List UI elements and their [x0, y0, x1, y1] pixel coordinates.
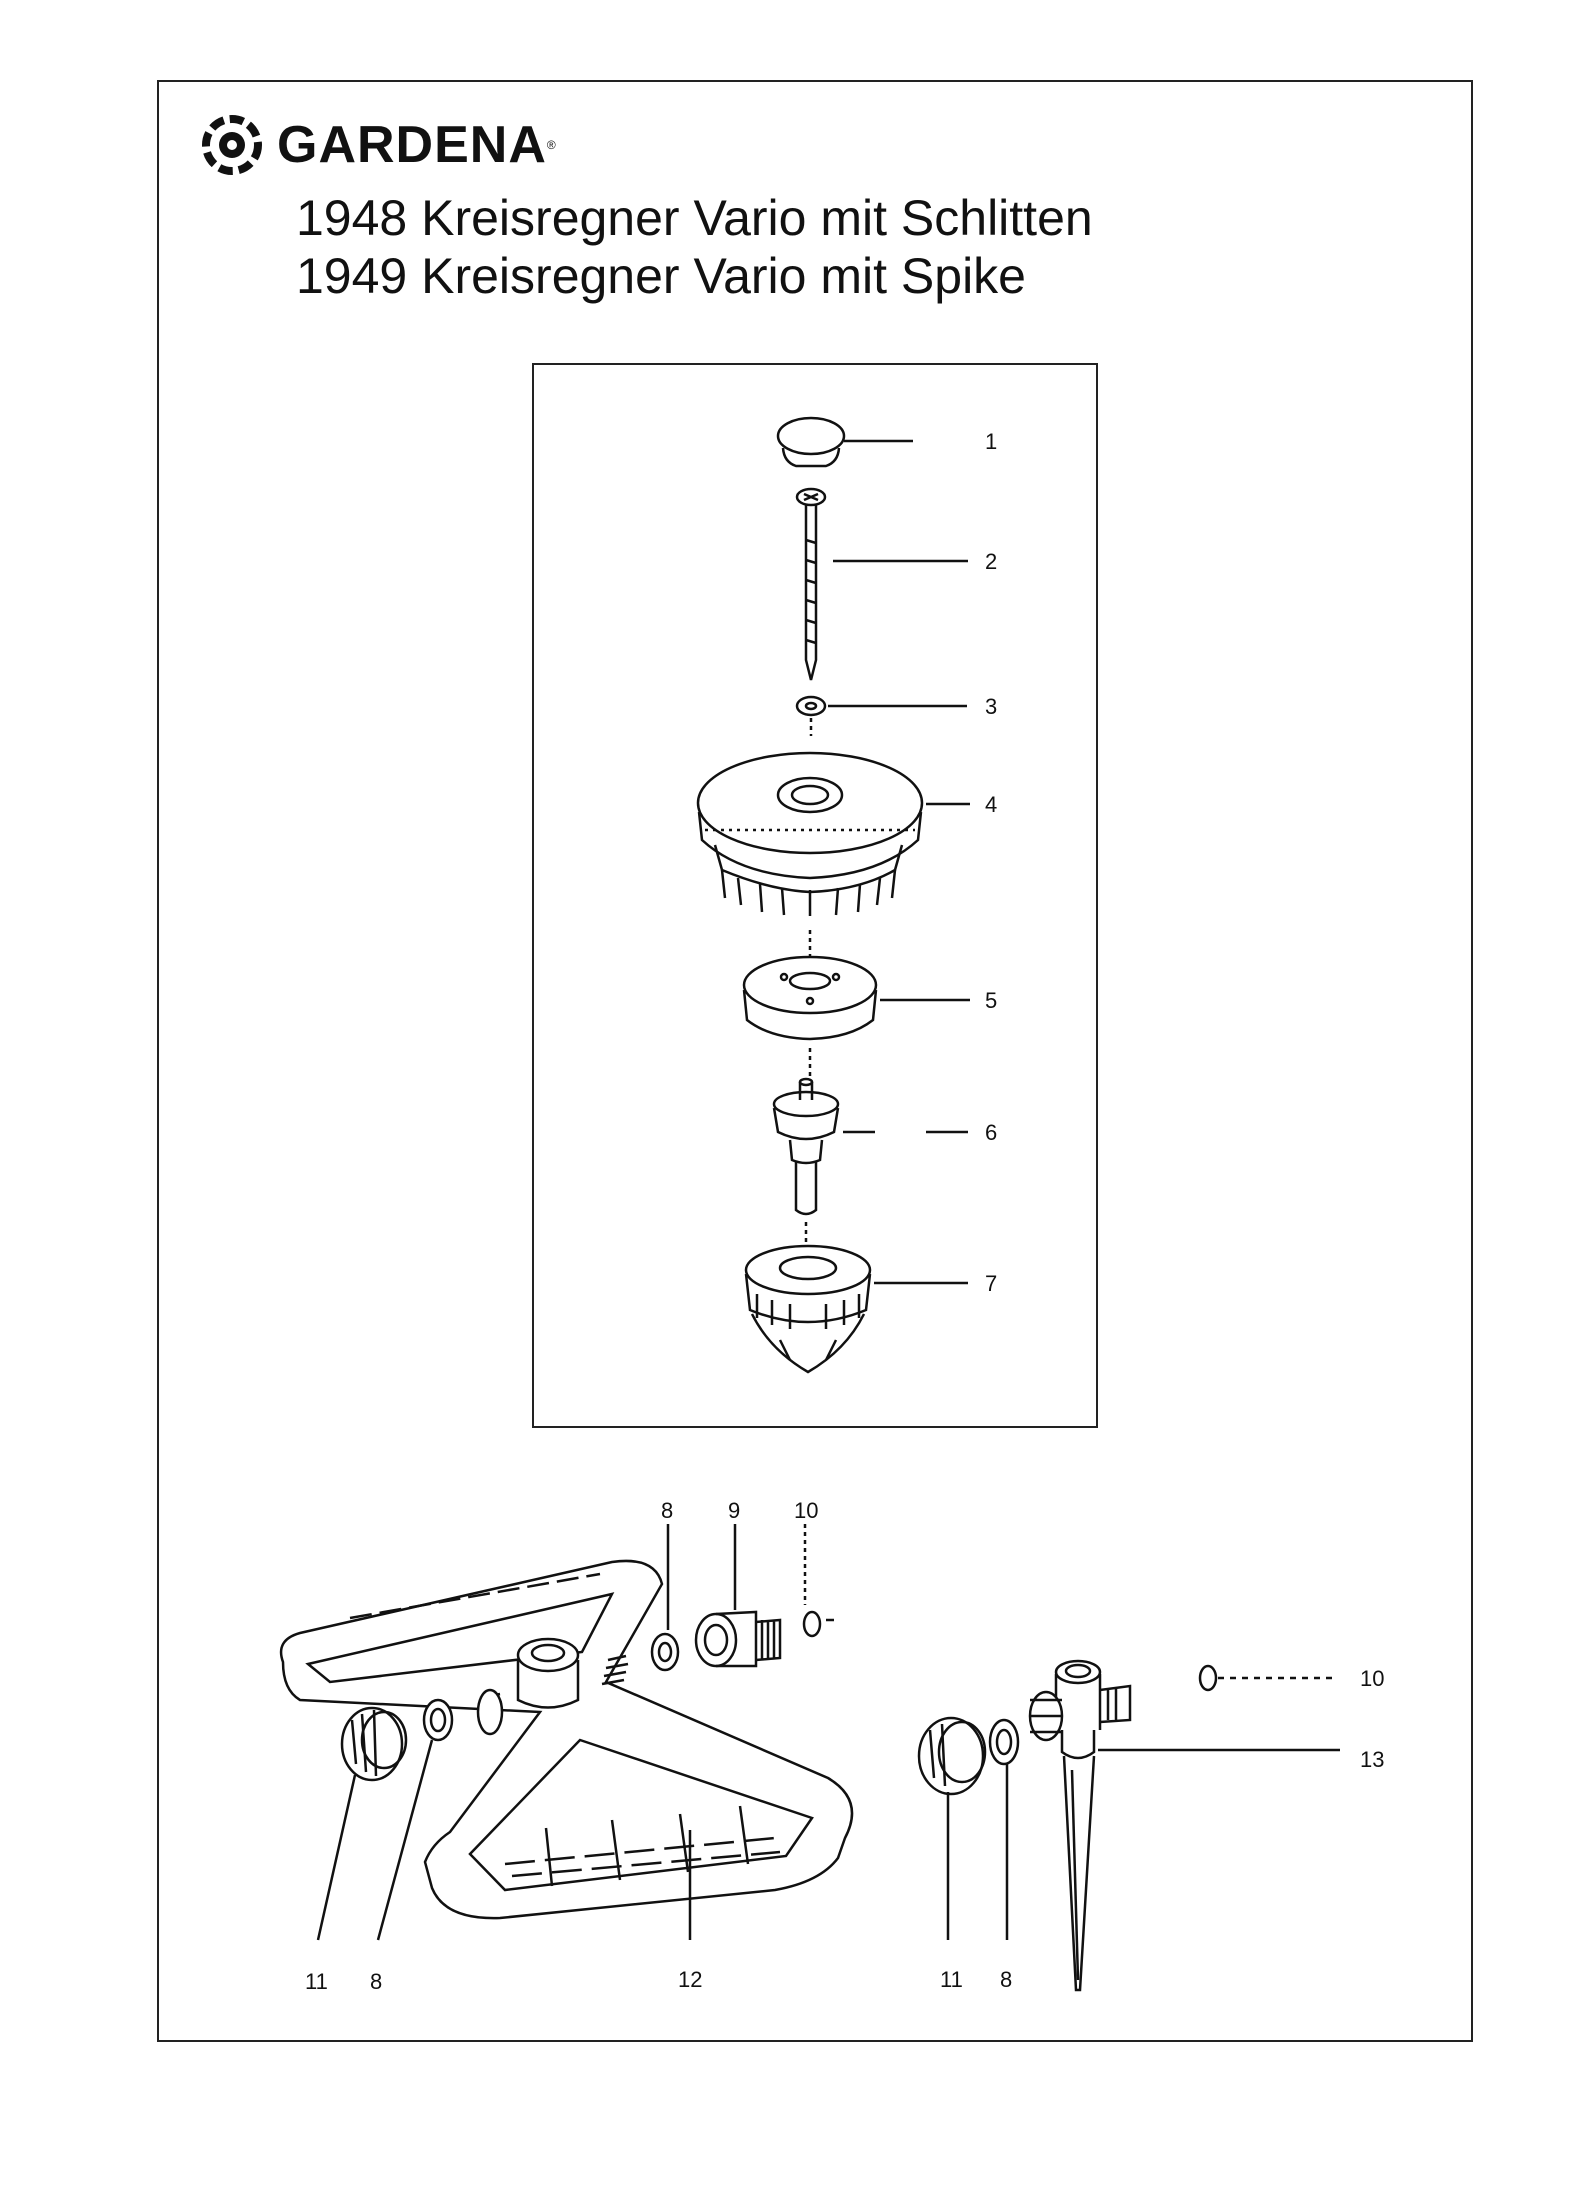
top-washer-8	[650, 1524, 680, 1672]
callout-left-11: 11	[305, 1969, 328, 1994]
part-7-base	[744, 1244, 968, 1374]
spike-oring-10	[1198, 1664, 1338, 1692]
registered-mark: ®	[546, 138, 556, 152]
gardena-emblem-icon	[202, 115, 262, 175]
part-1-cap	[776, 416, 913, 468]
sled-hub	[476, 1637, 629, 1736]
detail-frame	[532, 363, 1098, 1428]
callout-right-13: 13	[1360, 1747, 1384, 1772]
callout-right-10: 10	[1360, 1666, 1384, 1691]
callout-4: 4	[985, 792, 997, 817]
title-1949: 1949 Kreisregner Vario mit Spike	[296, 248, 1026, 304]
callout-top-8: 8	[661, 1498, 673, 1523]
part-3-washer	[795, 695, 967, 736]
part-5-bearing	[742, 955, 970, 1080]
top-oring-10	[802, 1524, 834, 1638]
spike-washer-8	[988, 1718, 1020, 1940]
callout-top-10: 10	[794, 1498, 818, 1523]
callout-1: 1	[985, 429, 997, 454]
sled-washer-8	[376, 1698, 454, 1941]
sled-nut-11	[316, 1706, 408, 1941]
part-12-sled	[279, 1559, 854, 1940]
callout-right-8: 8	[1000, 1967, 1012, 1992]
callout-3: 3	[985, 694, 997, 719]
page-frame	[157, 80, 1473, 2042]
callout-left-8: 8	[370, 1969, 382, 1994]
callout-7: 7	[985, 1271, 997, 1296]
callout-right-11: 11	[940, 1967, 963, 1992]
title-1948: 1948 Kreisregner Vario mit Schlitten	[296, 190, 1093, 246]
part-4-rotor	[696, 751, 970, 960]
brand-name: GARDENA	[277, 116, 547, 174]
callout-12: 12	[678, 1967, 702, 1992]
brand-logo: GARDENA ®	[195, 108, 556, 182]
callout-5: 5	[985, 988, 997, 1013]
part-2-screw	[795, 487, 968, 681]
callout-top-9: 9	[728, 1498, 740, 1523]
spike-nut-11	[917, 1716, 987, 1940]
top-adapter-9	[694, 1524, 782, 1668]
part-13-spike	[1028, 1659, 1340, 1992]
callout-2: 2	[985, 549, 997, 574]
callout-6: 6	[985, 1120, 997, 1145]
part-6-shaft	[772, 1077, 968, 1242]
